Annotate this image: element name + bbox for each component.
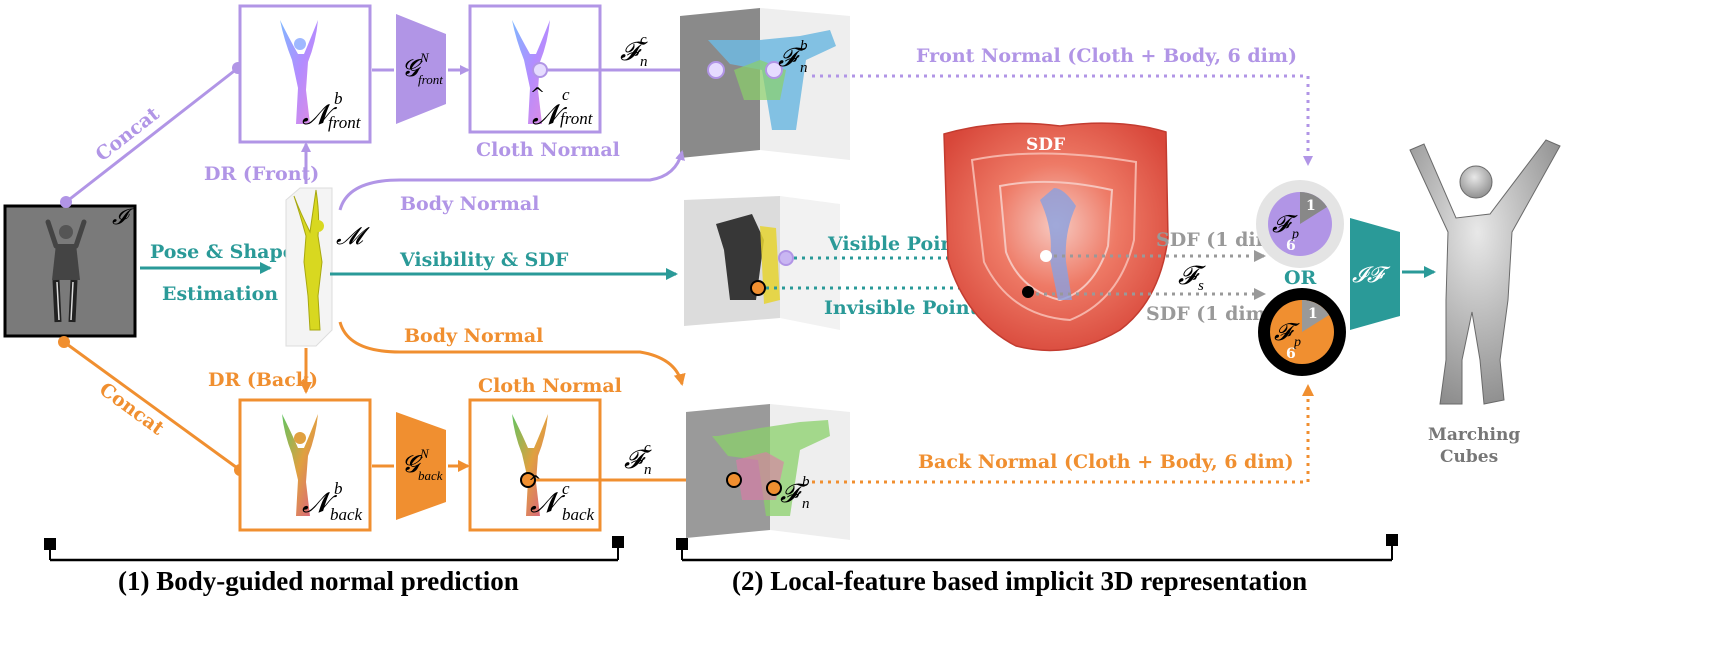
front-normal-dotted-arrow: Front Normal (Cloth + Body, 6 dim) <box>812 45 1313 166</box>
back-normal-dotted-arrow: Back Normal (Cloth + Body, 6 dim) <box>812 384 1314 484</box>
back-cloth-normal-sub: back <box>562 505 595 524</box>
front-body-normal-arrow: Body Normal <box>338 150 685 215</box>
front-body-normal-sup: b <box>334 89 343 108</box>
sdf-top-arrow: SDF (1 dim) <box>1054 229 1285 262</box>
back-feat-c-sub: n <box>644 462 652 478</box>
front-feat-c-sup: c <box>640 32 647 48</box>
front-normal-generator: 𝓖 N front <box>372 14 470 124</box>
front-feat-c-sub: n <box>640 54 648 70</box>
back-feat-c-sup: c <box>644 440 651 456</box>
right-caption: (2) Local-feature based implicit 3D repr… <box>732 566 1307 596</box>
back-body-normal-sup: b <box>334 479 343 498</box>
dr-back-label: DR (Back) <box>208 369 318 391</box>
sdf-volume: SDF <box>943 122 1169 352</box>
back-normal-label: Back Normal (Cloth + Body, 6 dim) <box>918 451 1294 473</box>
visibility-sdf-label: Visibility & SDF <box>399 249 569 271</box>
implicit-function-block: 𝓘𝓕 <box>1350 218 1436 330</box>
pose-shape-arrow: Pose & Shape Estimation <box>140 241 295 305</box>
back-body-normal-label: Body Normal <box>404 325 543 347</box>
front-body-normal-box: 𝓝 b front <box>238 4 372 144</box>
marching-cubes-mesh: Marching Cubes <box>1409 139 1561 467</box>
back-cloth-hat-icon: ^ <box>528 472 543 493</box>
pose-shape-label-1: Pose & Shape <box>150 241 295 263</box>
smpl-mesh: 𝓜 <box>285 187 370 347</box>
point-feature-disc-front: 1 𝓕 p 6 <box>1256 180 1344 268</box>
marching-cubes-label-2: Cubes <box>1440 447 1498 467</box>
front-cloth-normal-label: Cloth Normal <box>476 139 620 161</box>
visibility-pointcloud-panel <box>684 196 840 330</box>
front-generator-sup: N <box>419 50 430 65</box>
back-generator-sym: 𝓖 <box>402 452 423 478</box>
back-feat-b-sub: n <box>802 496 810 512</box>
front-body-normal-label: Body Normal <box>400 193 539 215</box>
sdf-title: SDF <box>1026 135 1065 155</box>
dr-front-label: DR (Front) <box>204 163 319 185</box>
back-body-normal-box: 𝓝 b back <box>238 398 372 532</box>
front-normal-label: Front Normal (Cloth + Body, 6 dim) <box>916 45 1297 67</box>
front-generator-sub: front <box>418 72 443 87</box>
front-generator-sym: 𝓖 <box>402 56 423 82</box>
front-feat-b-sub: n <box>800 60 808 76</box>
front-body-normal-sub: front <box>328 113 362 132</box>
back-feat-b-sup: b <box>802 474 810 490</box>
smpl-symbol: 𝓜 <box>336 224 370 250</box>
left-section-bracket <box>44 536 624 562</box>
invisible-point-label: Invisible Point <box>824 297 979 319</box>
visible-point-label: Visible Point <box>827 233 963 255</box>
input-person-figure <box>45 219 87 323</box>
front-cloth-normal-sup: c <box>562 85 570 104</box>
concat-top-connector: Concat <box>60 62 244 208</box>
back-cloth-normal-sup: c <box>562 479 570 498</box>
back-generator-sub: back <box>418 468 443 483</box>
sdf-dim-bottom-label: SDF (1 dim) <box>1146 303 1275 325</box>
concat-bottom-connector: Concat <box>58 336 246 476</box>
visibility-sdf-arrow: Visibility & SDF <box>330 249 678 280</box>
front-feat-b-sup: b <box>800 38 808 54</box>
front-fp-sub: p <box>1291 227 1299 242</box>
or-label: OR <box>1284 267 1317 289</box>
dr-back-arrow: DR (Back) <box>208 348 318 394</box>
point-feature-disc-back: 1 𝓕 p 6 <box>1258 288 1346 376</box>
front-cloth-hat-icon: ^ <box>530 84 545 105</box>
front-slice-six: 6 <box>1286 238 1296 254</box>
feat-s-sub: s <box>1198 278 1204 294</box>
back-slice-six: 6 <box>1286 346 1296 362</box>
front-slice-one: 1 <box>1306 198 1316 214</box>
input-image: 𝓘 <box>3 204 137 338</box>
left-caption: (1) Body-guided normal prediction <box>118 566 519 596</box>
back-body-normal-arrow: Body Normal <box>338 321 686 386</box>
back-body-normal-sub: back <box>330 505 363 524</box>
front-cloth-normal-box: 𝓝 ^ c front Cloth Normal <box>468 4 620 161</box>
back-pointcloud-panel: 𝓕 b n <box>686 404 850 540</box>
back-fp-sub: p <box>1293 335 1301 350</box>
pose-shape-label-2: Estimation <box>162 283 278 305</box>
back-normal-generator: 𝓖 N back <box>372 412 470 520</box>
front-cloth-normal-sub: front <box>560 109 594 128</box>
back-generator-sup: N <box>419 446 430 461</box>
back-slice-one: 1 <box>1308 306 1318 322</box>
back-cloth-normal-label: Cloth Normal <box>478 375 622 397</box>
front-pointcloud-panel: 𝓕 b n <box>680 8 850 160</box>
sdf-dim-top-label: SDF (1 dim) <box>1156 229 1285 251</box>
dr-front-arrow: DR (Front) <box>204 142 319 185</box>
right-section-bracket <box>676 534 1398 562</box>
marching-cubes-label-1: Marching <box>1428 425 1520 445</box>
back-cloth-normal-box: 𝓝 ^ c back Cloth Normal <box>468 375 622 532</box>
